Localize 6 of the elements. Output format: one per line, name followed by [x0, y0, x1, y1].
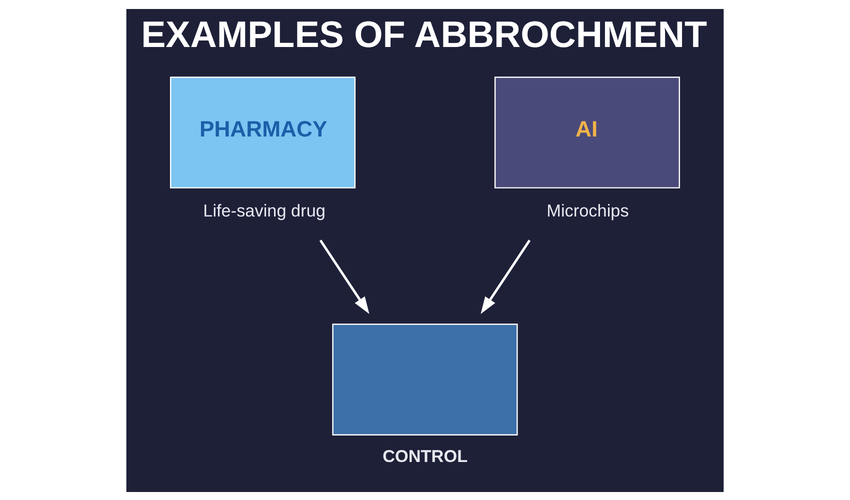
node-label: Microchips: [546, 200, 629, 220]
arrow: [480, 239, 531, 314]
node-label: CONTROL: [382, 446, 468, 466]
diagram-title: EXAMPLES OF ABBROCHMENT: [141, 14, 707, 55]
arrow: [319, 239, 370, 314]
node-label: Life-saving drug: [203, 200, 326, 220]
